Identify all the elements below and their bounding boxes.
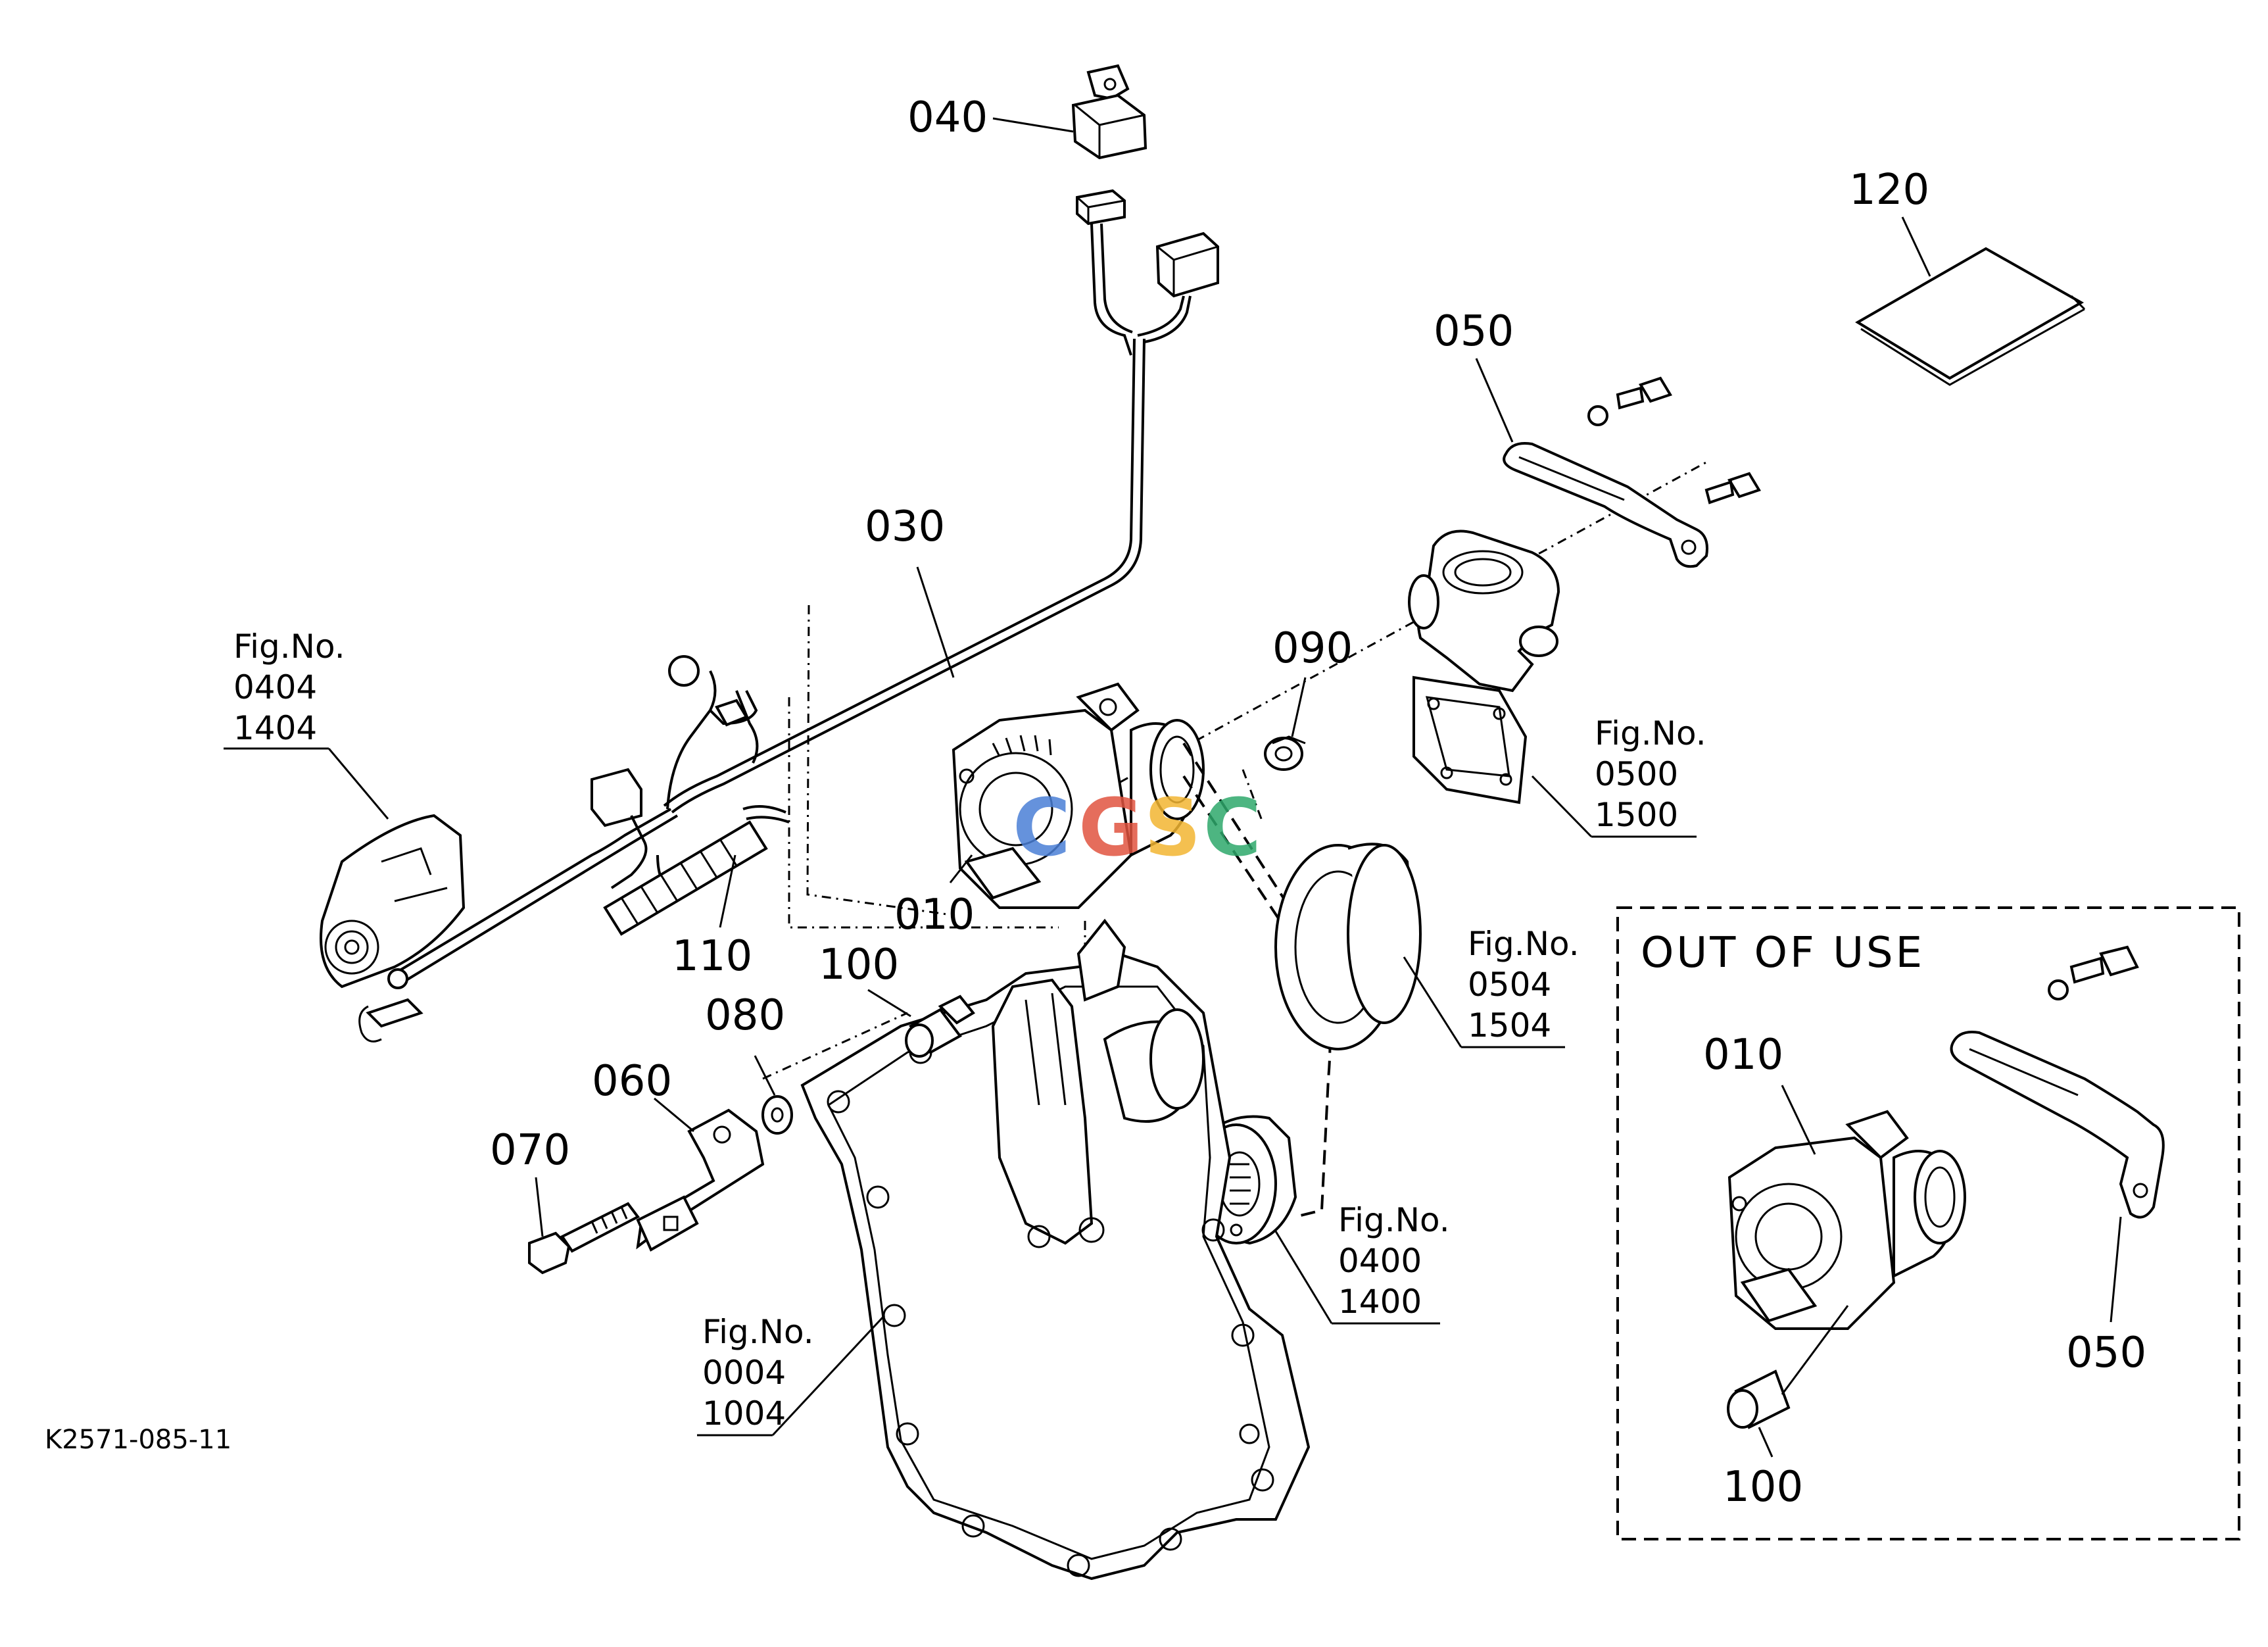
svg-text:1400: 1400	[1338, 1283, 1422, 1321]
out-of-use-panel: OUT OF USE 010 050	[1616, 906, 2240, 1540]
relay-040	[1071, 64, 1147, 160]
spacer-100	[905, 995, 975, 1058]
svg-text:1504: 1504	[1468, 1006, 1551, 1045]
svg-text:1404: 1404	[233, 709, 317, 747]
document-sheet-120	[1855, 247, 2086, 386]
washer-080	[761, 1095, 793, 1135]
bolt-upper	[1587, 376, 1672, 426]
watermark-logo: C G S C	[1013, 783, 1261, 874]
svg-text:Fig.No.: Fig.No.	[1468, 925, 1580, 963]
callout-060: 060	[592, 1057, 672, 1106]
callout-030: 030	[865, 503, 945, 551]
oou-callout-010: 010	[1703, 1031, 1783, 1079]
corrugated-tube-110	[603, 805, 790, 936]
alternator-010	[952, 682, 1205, 909]
callout-070: 070	[490, 1126, 570, 1175]
svg-text:Fig.No.: Fig.No.	[233, 627, 345, 666]
callout-120: 120	[1849, 166, 1929, 214]
svg-text:G: G	[1078, 783, 1144, 874]
bolt-070	[528, 1202, 640, 1275]
callout-100: 100	[819, 941, 899, 989]
svg-text:0400: 0400	[1338, 1242, 1422, 1280]
fig-ref-crank-pulley: Fig.No. 0400 1400	[1338, 1201, 1450, 1321]
svg-text:0004: 0004	[702, 1354, 786, 1392]
thermostat-housing	[1408, 529, 1560, 804]
oou-callout-100: 100	[1723, 1463, 1803, 1512]
bolt-lower	[1704, 472, 1761, 504]
callout-080: 080	[705, 991, 785, 1040]
svg-text:0504: 0504	[1468, 966, 1551, 1004]
drawing-code: K2571-085-11	[45, 1425, 231, 1455]
svg-text:0404: 0404	[233, 668, 317, 706]
svg-text:Fig.No.: Fig.No.	[1338, 1201, 1450, 1239]
starter-motor	[320, 814, 466, 1043]
fig-ref-fan-belt: Fig.No. 0504 1504	[1468, 925, 1580, 1045]
svg-text:Fig.No.: Fig.No.	[1595, 714, 1706, 752]
out-of-use-title: OUT OF USE	[1641, 929, 1925, 977]
svg-text:1500: 1500	[1595, 796, 1678, 834]
alternator-alt	[1727, 1110, 1966, 1330]
callout-010: 010	[894, 891, 975, 939]
oou-callout-050: 050	[2066, 1329, 2146, 1377]
svg-text:Fig.No.: Fig.No.	[702, 1313, 814, 1351]
svg-text:C: C	[1203, 783, 1261, 874]
callout-110: 110	[672, 932, 752, 981]
callout-090: 090	[1272, 624, 1353, 673]
fig-ref-thermostat: Fig.No. 0500 1500	[1595, 714, 1706, 834]
gear-case	[800, 918, 1311, 1581]
spacer-alt	[1727, 1369, 1791, 1429]
wiring-harness-030	[387, 189, 1219, 989]
svg-text:S: S	[1144, 783, 1201, 874]
callout-040: 040	[907, 93, 988, 142]
adjust-plate-060	[636, 1108, 765, 1252]
bracket-alt	[1950, 1031, 2165, 1219]
svg-text:0500: 0500	[1595, 755, 1678, 793]
bracket-050	[1503, 442, 1708, 568]
callout-050: 050	[1434, 307, 1514, 356]
spacer-090	[1264, 735, 1306, 771]
fig-ref-starter: Fig.No. 0404 1404	[233, 627, 345, 747]
bolt-alt	[2048, 945, 2139, 1000]
svg-text:C: C	[1013, 783, 1071, 874]
fig-ref-gear-case: Fig.No. 0004 1004	[702, 1313, 814, 1433]
svg-text:1004: 1004	[702, 1394, 786, 1433]
fan-belt	[1182, 742, 1422, 1218]
